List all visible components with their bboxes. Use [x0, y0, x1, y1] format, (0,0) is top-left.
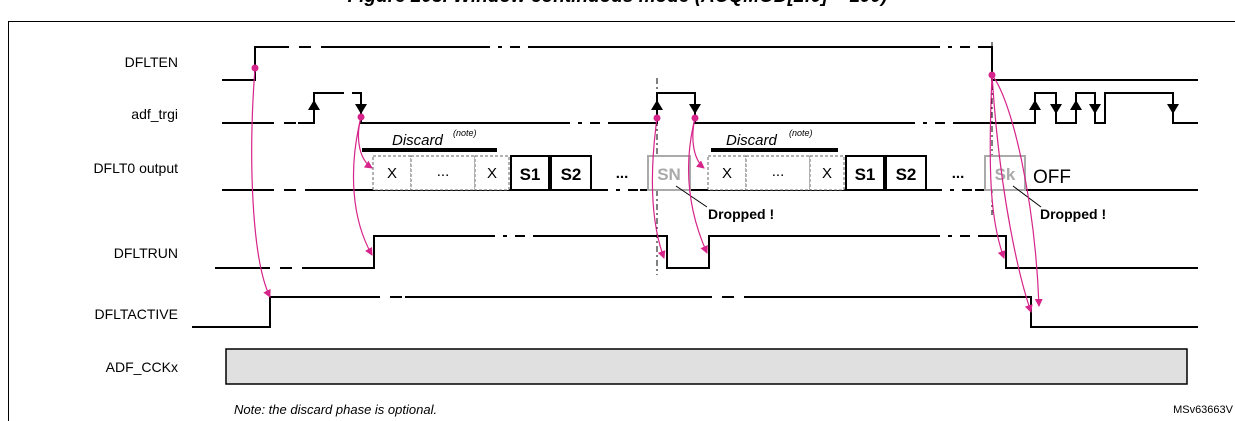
sample-s1-1: S1 — [520, 165, 541, 184]
footnote: Note: the discard phase is optional. — [234, 402, 438, 417]
sample-sk-box — [984, 155, 1026, 191]
dfltactive-waveform — [192, 296, 1198, 328]
valid-samples-1 — [510, 155, 592, 191]
sample-s2-1: S2 — [561, 165, 582, 184]
discarded-samples-1 — [372, 155, 510, 191]
causal-arrows — [251, 67, 1043, 313]
valid-samples-2 — [845, 155, 927, 191]
dflten-waveform — [222, 46, 1198, 81]
discard-note-2: (note) — [789, 128, 813, 138]
discarded-samples-2 — [707, 155, 845, 191]
causal-dots — [251, 64, 996, 122]
discard-label-2: Discard — [726, 132, 778, 149]
sample-sk: Sk — [995, 165, 1016, 184]
sample-sn: SN — [657, 165, 681, 184]
sample-ellipsis-2: ... — [616, 165, 629, 182]
sample-s2-2: S2 — [896, 165, 917, 184]
dropped-leader-1 — [675, 185, 708, 208]
sample-sn-box — [647, 155, 691, 191]
sample-x-2: X — [487, 165, 497, 182]
sample-ellipsis-3: ... — [772, 163, 785, 180]
sample-s1-2: S1 — [855, 165, 876, 184]
sample-x-4: X — [822, 165, 832, 182]
discard-note-1: (note) — [453, 128, 477, 138]
adf-trgi-waveform — [222, 92, 1198, 124]
trigger-arrows — [308, 100, 1179, 114]
sample-x-3: X — [722, 165, 732, 182]
label-dflt0-output: DFLT0 output — [93, 160, 178, 176]
sample-ellipsis-1: ... — [437, 163, 450, 180]
dfltrun-waveform — [215, 235, 1198, 269]
sample-x-1: X — [387, 165, 397, 182]
label-adf-cckx: ADF_CCKx — [105, 359, 178, 375]
figure-title: Figure 203. Window continuous mode (ACQM… — [0, 0, 1235, 8]
label-adf-trgi: adf_trgi — [131, 106, 178, 122]
label-dfltactive: DFLTACTIVE — [94, 306, 179, 322]
label-dflten: DFLTEN — [124, 54, 178, 70]
dropped-leader-2 — [1012, 185, 1042, 208]
diagram-frame — [8, 21, 1235, 421]
label-dfltrun: DFLTRUN — [113, 245, 178, 261]
dropped-label-2: Dropped ! — [1040, 206, 1106, 222]
discard-label-1: Discard — [392, 132, 444, 149]
dropped-label-1: Dropped ! — [708, 206, 774, 222]
figure-reference: MSv63663V — [1173, 404, 1233, 416]
sample-ellipsis-4: ... — [952, 165, 965, 182]
off-label: OFF — [1033, 167, 1071, 188]
adf-cckx-bar — [225, 348, 1188, 385]
